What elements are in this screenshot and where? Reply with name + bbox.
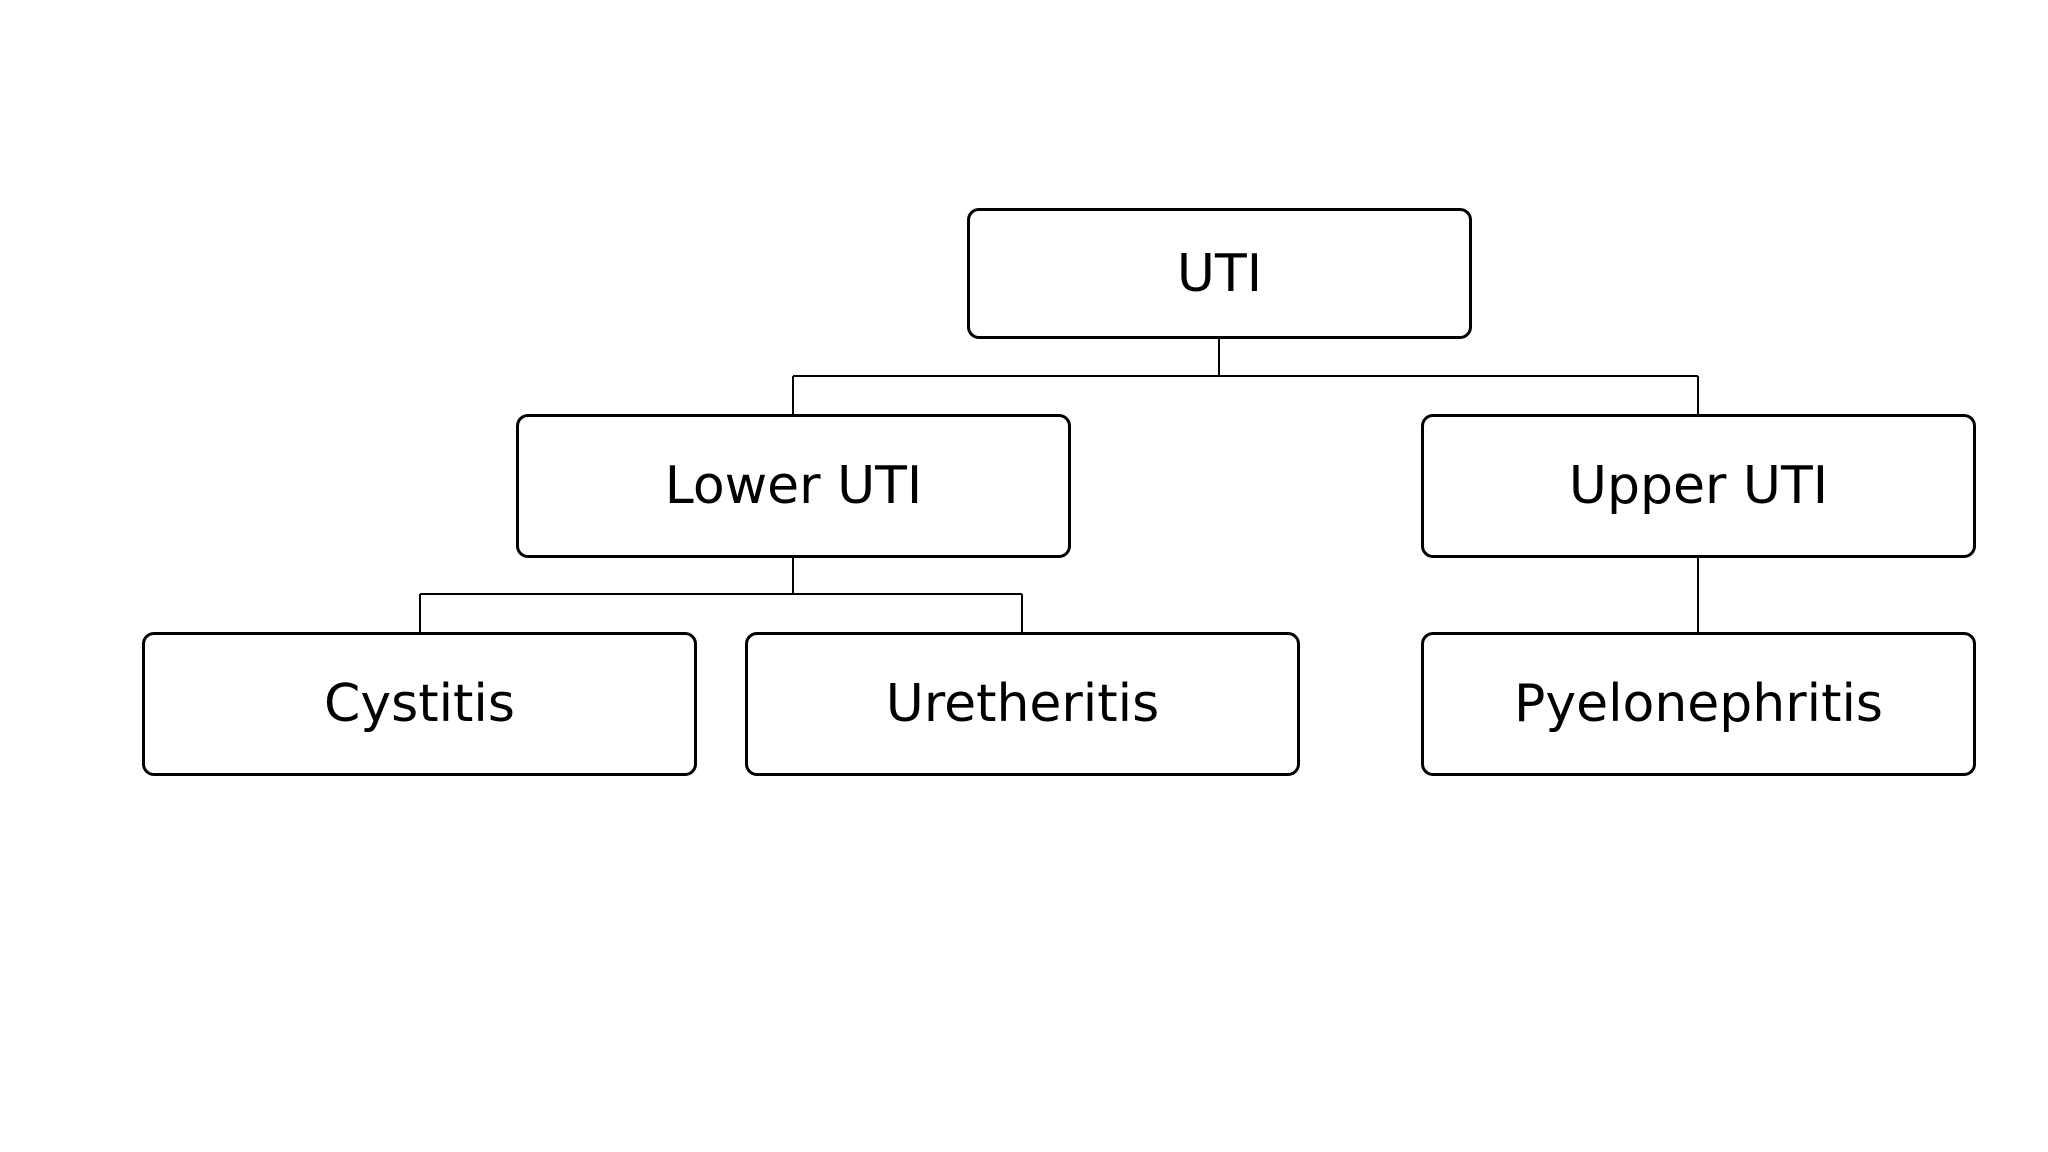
node-pyelonephritis-label: Pyelonephritis	[1513, 674, 1884, 734]
node-uretheritis: Uretheritis	[745, 632, 1300, 776]
node-uti: UTI	[967, 208, 1472, 339]
node-pyelonephritis: Pyelonephritis	[1421, 632, 1976, 776]
node-upper-uti-label: Upper UTI	[1568, 456, 1829, 516]
node-lower-uti: Lower UTI	[516, 414, 1071, 558]
node-cystitis: Cystitis	[142, 632, 697, 776]
node-upper-uti: Upper UTI	[1421, 414, 1976, 558]
node-cystitis-label: Cystitis	[324, 674, 515, 734]
node-uretheritis-label: Uretheritis	[885, 674, 1160, 734]
node-uti-label: UTI	[1176, 243, 1263, 304]
node-lower-uti-label: Lower UTI	[664, 456, 923, 516]
